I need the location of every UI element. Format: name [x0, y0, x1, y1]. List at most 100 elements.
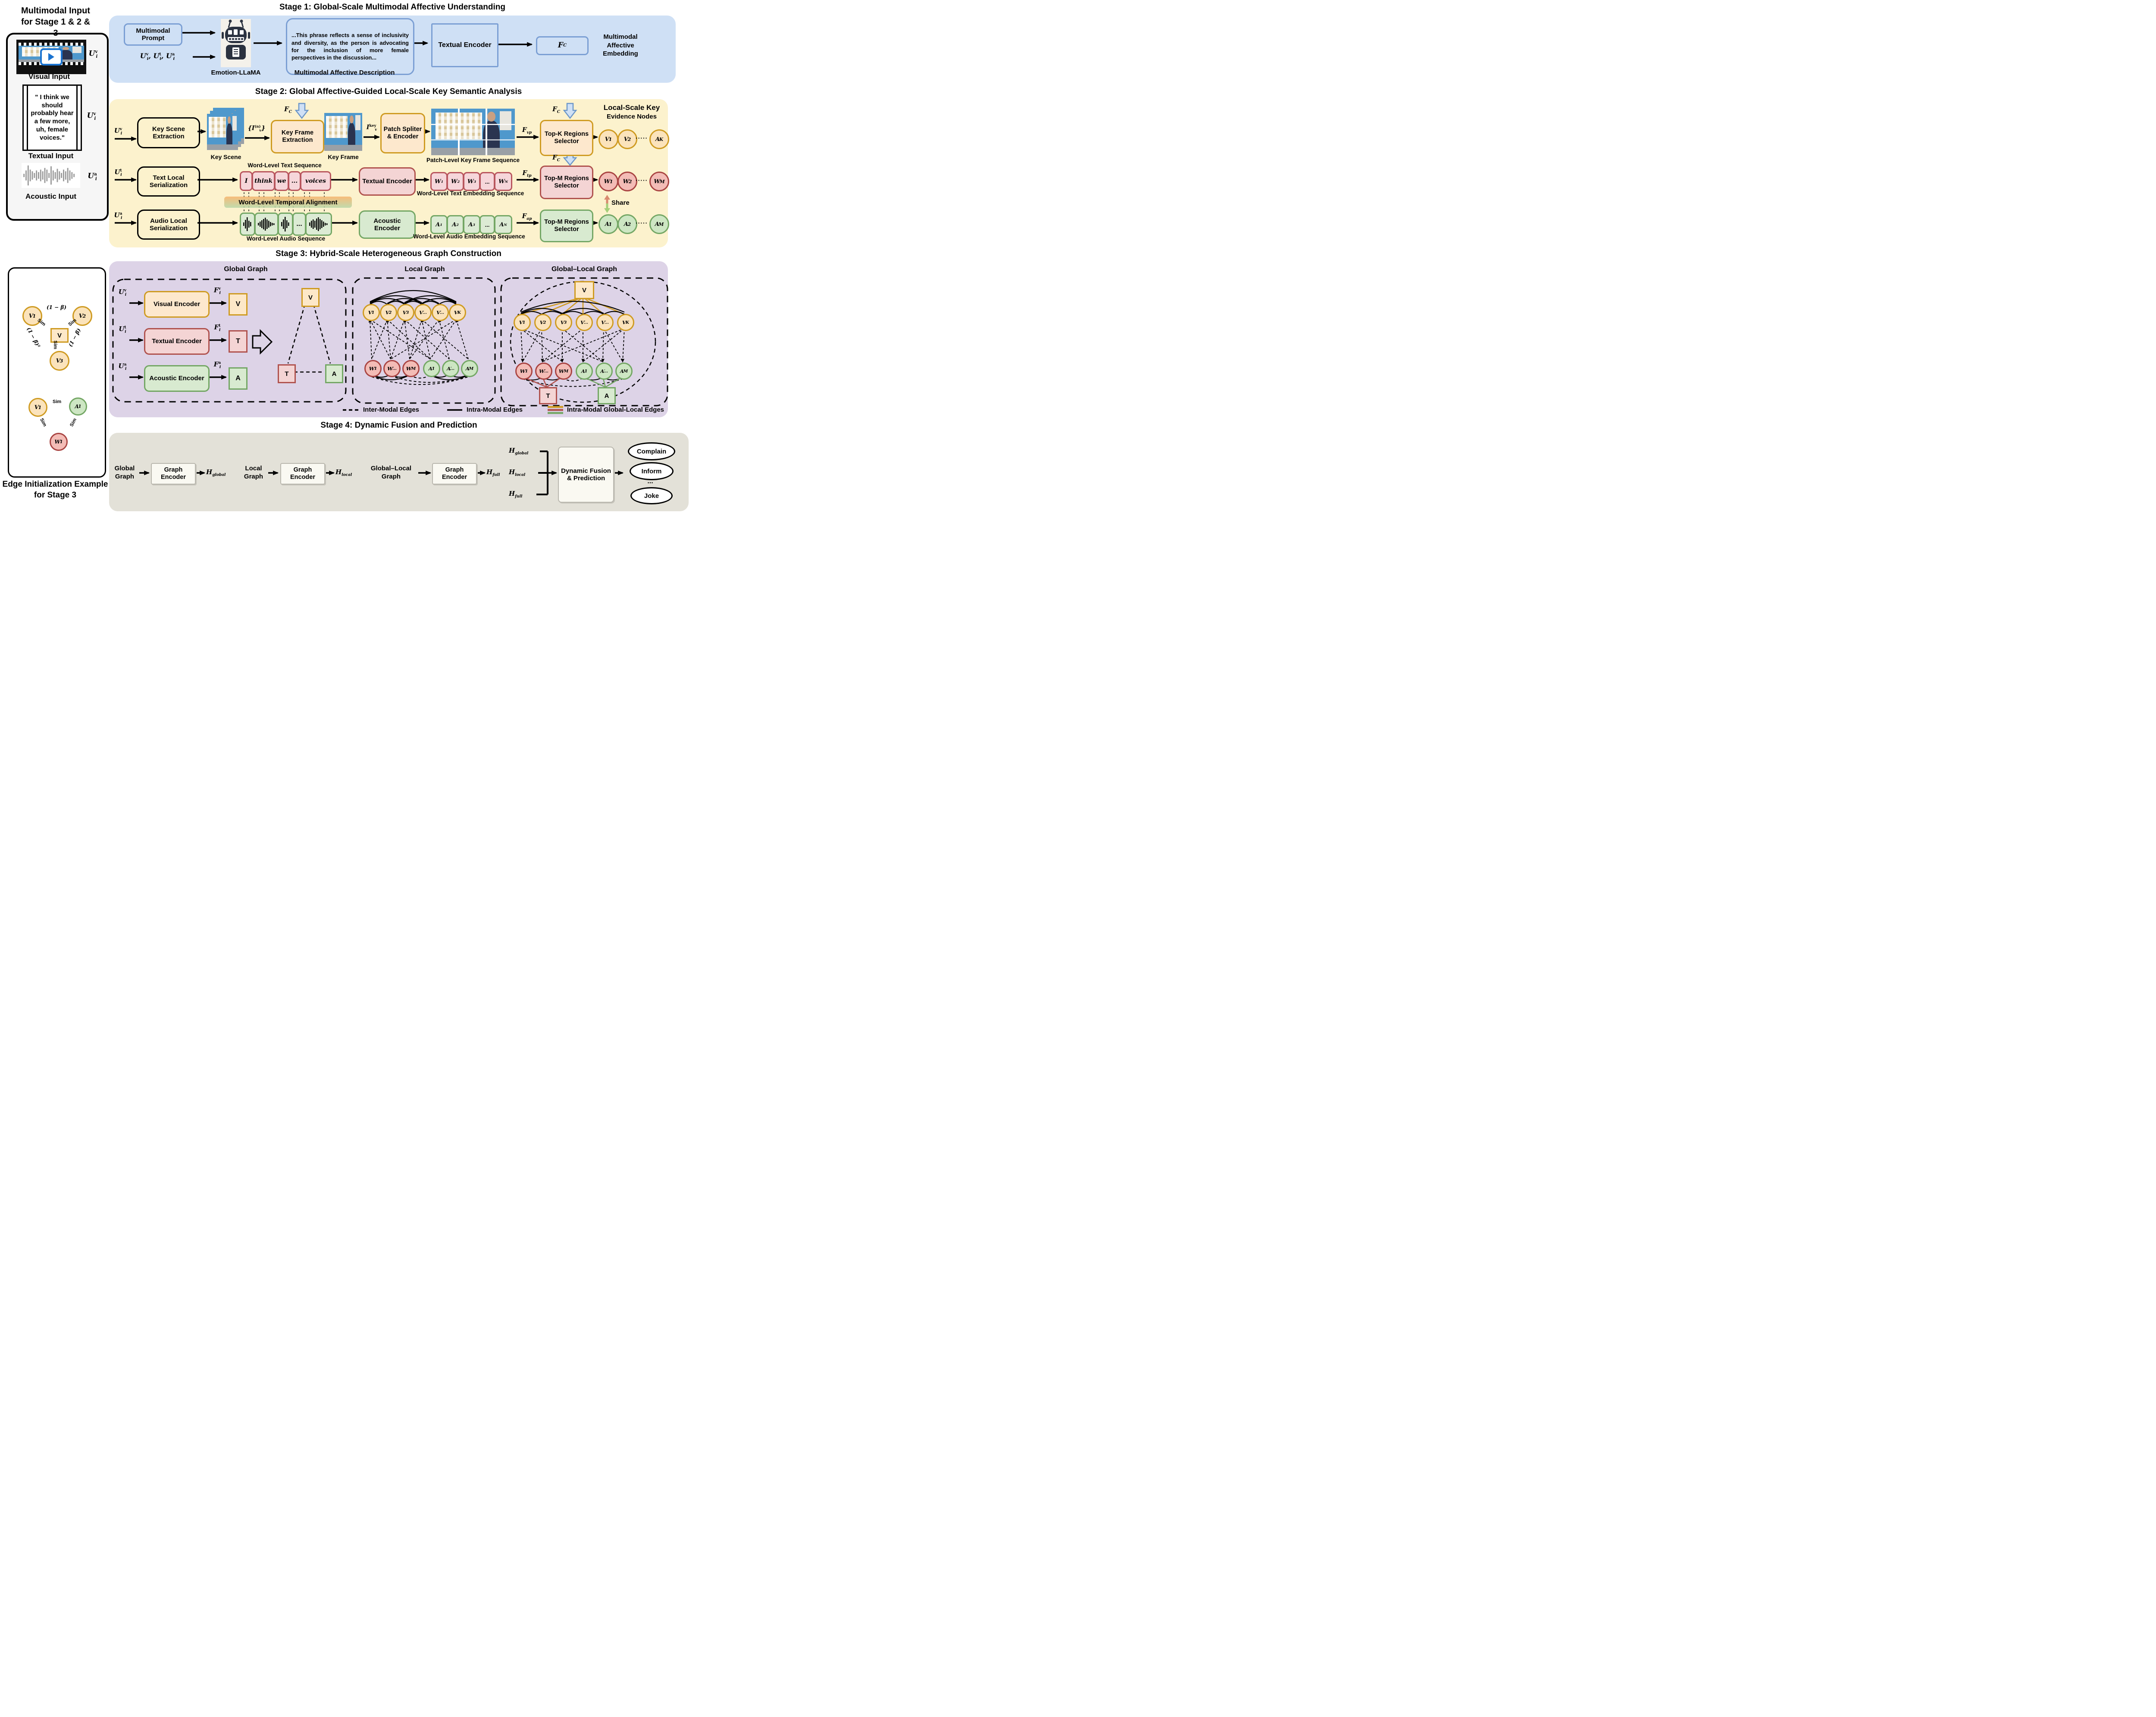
evidence-node: V′2: [617, 129, 637, 149]
global-local-graph-caption: Global–Local Graph: [551, 266, 617, 273]
output-complain: Complain: [628, 442, 675, 460]
output-joke: Joke: [630, 487, 673, 504]
visual-input-caption: Visual Input: [28, 72, 70, 81]
s3-f: Fai: [213, 360, 221, 369]
example-node-v1b: V′1: [28, 398, 47, 417]
local-node: V′K: [449, 304, 466, 321]
u-acoustic-label: Uai: [88, 172, 97, 182]
u-textual-label: Uvi: [87, 111, 96, 122]
h-global-stack: Hglobal: [509, 447, 529, 456]
ikey-label: Ikeyv: [366, 123, 377, 132]
play-button-icon[interactable]: [40, 48, 63, 66]
local-node: V′1: [363, 304, 380, 321]
evidence-heading-1: Local-Scale Key: [603, 103, 660, 112]
evidence-node: A′1: [599, 214, 618, 234]
ftp-label: Ftp: [522, 169, 532, 178]
gl-node: V′2: [534, 314, 552, 331]
stage2-textual-encoder-box: Textual Encoder: [359, 167, 416, 196]
stage4-title: Stage 4: Dynamic Fusion and Prediction: [320, 421, 477, 430]
ellipsis: ·····: [636, 134, 648, 141]
evidence-node: W′M: [649, 172, 669, 191]
waveform-icon: [243, 217, 251, 231]
film-holes-top: [19, 43, 84, 46]
gl-node: W′...: [535, 363, 552, 380]
acoustic-input-caption: Acoustic Input: [25, 192, 77, 200]
global-graph-caption: Global Graph: [224, 266, 268, 273]
temporal-alignment-band: Word-Level Temporal Alignment: [224, 197, 352, 208]
ellipsis: ·····: [636, 177, 648, 184]
h-local-label: Hlocal: [335, 468, 352, 477]
fap-label: Fap: [522, 212, 532, 221]
figure-root: Multimodal Input for Stage 1 & 2 & 3 Uvi…: [0, 0, 690, 513]
graph-encoder-box: Graph Encoder: [151, 463, 196, 485]
h-full-stack: Hfull: [509, 490, 523, 499]
tri-v-square: V: [301, 288, 320, 307]
v-node-square: V: [229, 293, 248, 316]
topm-selector-text-box: Top-M Regions Selector: [540, 166, 593, 199]
gl-node: A′...: [595, 363, 613, 380]
audio-chip-dots: ...: [292, 213, 306, 236]
t-node-square: T: [229, 330, 248, 353]
local-node: V′3: [397, 304, 414, 321]
word-seq-caption: Word-Level Text Sequence: [248, 162, 322, 169]
evidence-node: V′1: [599, 129, 618, 149]
s3-u: Uti: [119, 325, 126, 334]
key-frame-image: [324, 113, 362, 151]
output-ellipsis: ...: [647, 478, 653, 485]
stage3-title: Stage 3: Hybrid-Scale Heterogeneous Grap…: [276, 249, 501, 258]
local-node: W′M: [402, 360, 420, 377]
audio-emb-caption: Word-Level Audio Embedding Sequence: [413, 233, 525, 240]
gl-v-square: V: [574, 281, 594, 299]
local-node: W′...: [383, 360, 401, 377]
embedding-caption: Multimodal Affective Embedding: [603, 33, 638, 57]
dynamic-fusion-box: Dynamic Fusion & Prediction: [558, 447, 614, 503]
gl-node: V′...: [596, 314, 614, 331]
sim-label: Sim: [53, 340, 58, 350]
visual-encoder-box: Visual Encoder: [144, 291, 210, 318]
legend-inter-modal: Inter-Modal Edges: [363, 406, 420, 413]
s4-gl-graph-label: Global–Local Graph: [370, 465, 412, 480]
gl-node: V′1: [514, 314, 531, 331]
s3-f: Fti: [214, 323, 221, 332]
topk-selector-box: Top-K Regions Selector: [540, 120, 593, 156]
textual-quote: " I think we should probably hear a few …: [31, 93, 74, 141]
graph-encoder-box: Graph Encoder: [432, 463, 477, 485]
stage2-title: Stage 2: Global Affective-Guided Local-S…: [255, 87, 522, 96]
fc-label: FC: [284, 105, 292, 114]
h-global-label: Hglobal: [206, 468, 226, 477]
text-emb-caption: Word-Level Text Embedding Sequence: [417, 190, 524, 197]
local-node: V′2: [380, 304, 397, 321]
audio-local-serialization-box: Audio Local Serialization: [137, 210, 200, 240]
key-scene-images: [207, 108, 245, 152]
output-inform: Inform: [630, 462, 674, 480]
local-node: W′1: [364, 360, 382, 377]
s2-u-visual: Uvi: [114, 127, 122, 136]
s4-global-graph-label: Global Graph: [114, 465, 135, 480]
text-local-serialization-box: Text Local Serialization: [137, 166, 200, 197]
textual-input-box: " I think we should probably hear a few …: [22, 84, 82, 151]
waveform-icon: [258, 218, 275, 231]
word-chip: think: [252, 171, 275, 191]
u-visual-label: Uvi: [88, 49, 98, 59]
evidence-node: A′2: [617, 214, 637, 234]
gl-node: W′M: [555, 363, 572, 380]
gl-node: W′1: [515, 363, 533, 380]
patch-grid-image: [431, 109, 515, 155]
s2-u-acoustic: Uai: [114, 211, 122, 220]
acoustic-encoder-box: Acoustic Encoder: [359, 210, 416, 239]
video-film-strip: [16, 40, 86, 74]
example-node-a1: A′1: [69, 397, 87, 416]
s4-local-graph-label: Local Graph: [244, 465, 263, 480]
edge-weight-label: (1 − β): [46, 304, 67, 310]
topm-selector-audio-box: Top-M Regions Selector: [540, 210, 593, 242]
gl-node: A′1: [576, 363, 593, 380]
word-chip: ...: [288, 171, 301, 191]
patch-spliter-encoder-box: Patch Spliter & Encoder: [380, 113, 425, 153]
acoustic-encoder-box: Acoustic Encoder: [144, 365, 210, 392]
waveform-icon: [22, 163, 80, 188]
